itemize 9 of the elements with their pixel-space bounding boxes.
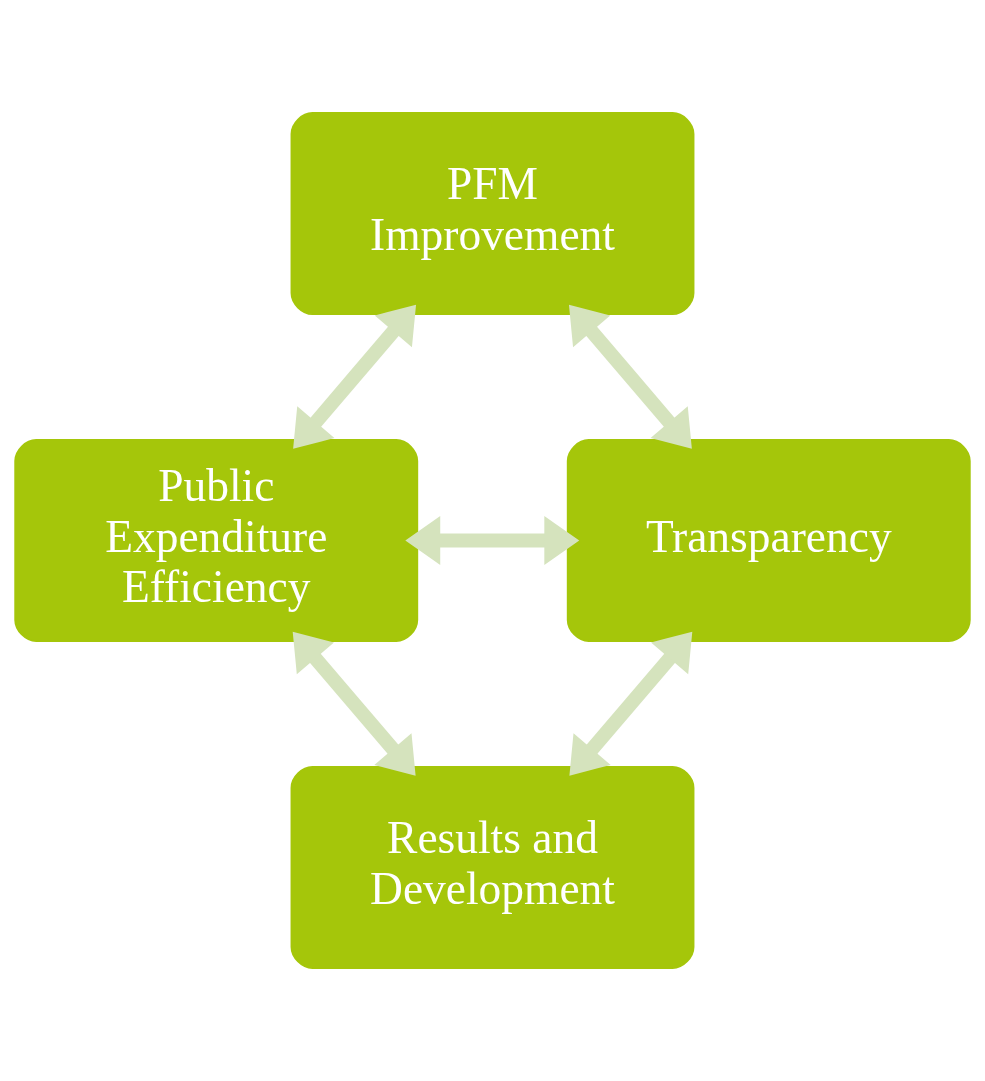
- node-box: Results and Development: [290, 766, 695, 969]
- node-box: Transparency: [566, 439, 971, 642]
- arrow: [569, 631, 693, 776]
- node-box: Public Expenditure Efficiency: [14, 439, 419, 642]
- arrow: [568, 304, 692, 449]
- arrow: [293, 304, 417, 449]
- arrow: [292, 631, 416, 776]
- arrow: [405, 516, 580, 565]
- node-box: PFM Improvement: [290, 112, 695, 315]
